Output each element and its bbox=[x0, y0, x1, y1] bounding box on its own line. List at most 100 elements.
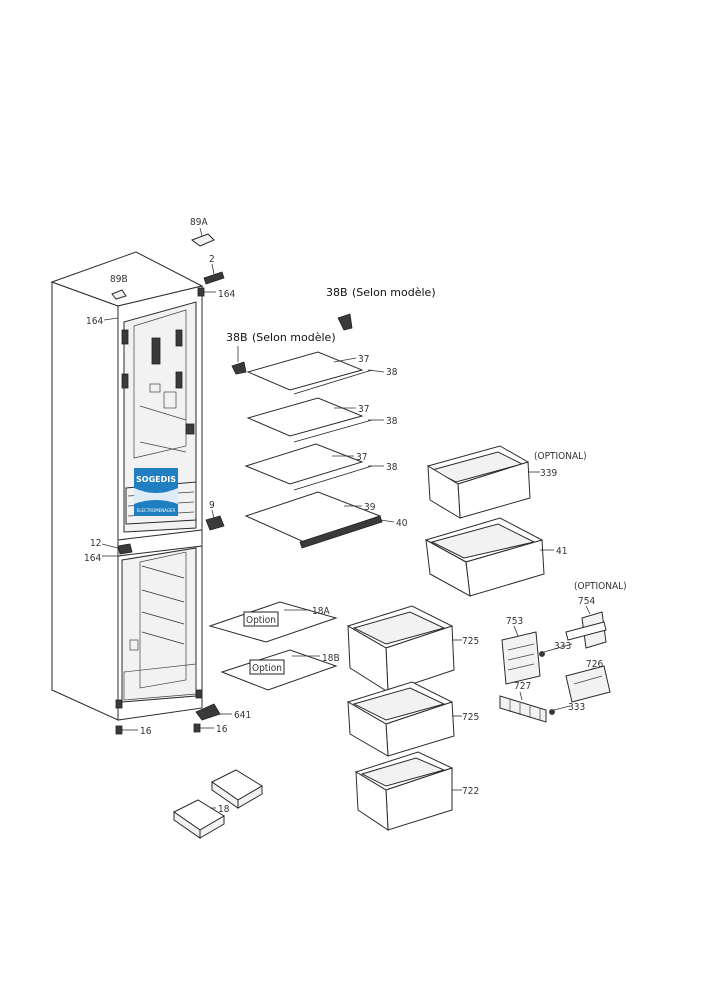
leader-37a bbox=[333, 357, 357, 363]
drawer-722-inner bbox=[360, 757, 446, 787]
freezer-drawer-725-mid bbox=[346, 681, 462, 757]
ice-trays-18 bbox=[173, 769, 263, 839]
label-641: 641 bbox=[234, 710, 251, 721]
side-rail bbox=[175, 329, 183, 347]
label-18B: 18B bbox=[322, 653, 340, 664]
label-18: 18 bbox=[218, 804, 230, 815]
shelf-trim-38-middle bbox=[293, 419, 373, 443]
freezer-back-wall bbox=[139, 551, 187, 689]
back-wall-vent bbox=[151, 337, 161, 365]
part-753-slat bbox=[507, 653, 535, 661]
option-box-18A bbox=[243, 611, 279, 627]
leader-89A bbox=[199, 227, 203, 237]
label-333a: 333 bbox=[554, 641, 571, 652]
bottom-corner bbox=[195, 689, 203, 699]
part-333a-screw bbox=[539, 651, 545, 657]
option-label-18A: Option bbox=[246, 615, 276, 626]
shelf-trim-38-lower bbox=[293, 465, 373, 491]
compartment-divider bbox=[117, 529, 203, 557]
label-89A: 89A bbox=[190, 217, 208, 228]
cabinet-side-panel bbox=[51, 281, 119, 721]
side-rail bbox=[121, 373, 129, 389]
freezer-drawer-722 bbox=[354, 751, 462, 831]
crisper-drawer-41 bbox=[424, 517, 554, 597]
label-164-left: 164 bbox=[86, 316, 103, 327]
drawer-339-side bbox=[427, 465, 461, 519]
label-37a: 37 bbox=[358, 354, 369, 365]
part-89A bbox=[190, 233, 215, 247]
drawer-722-side bbox=[355, 771, 389, 831]
leader-333b bbox=[553, 705, 571, 711]
option-box-18B bbox=[249, 659, 285, 675]
label-164-top: 164 bbox=[218, 289, 235, 300]
logo-wave bbox=[134, 488, 178, 504]
shelf-39-crisper-cover bbox=[244, 491, 382, 543]
part-727 bbox=[499, 695, 547, 723]
part-38B-top bbox=[337, 313, 353, 331]
freezer-rail bbox=[141, 631, 185, 645]
label-38B-left-note: (Selon modèle) bbox=[252, 331, 336, 344]
freezer-rail bbox=[141, 565, 185, 579]
label-333b: 333 bbox=[568, 702, 585, 713]
label-725b: 725 bbox=[462, 712, 479, 723]
part-754-bar bbox=[565, 621, 607, 641]
option-label-18B: Option bbox=[252, 663, 282, 674]
part-753-slat bbox=[507, 663, 535, 671]
part-2-hinge bbox=[203, 271, 225, 285]
shelf-rail bbox=[139, 405, 187, 421]
label-722: 722 bbox=[462, 786, 479, 797]
ice-tray-lower-side bbox=[173, 811, 201, 839]
drawer-725b-side bbox=[347, 701, 389, 757]
label-12: 12 bbox=[90, 538, 101, 549]
back-wall-control bbox=[149, 383, 161, 393]
fridge-cabinet bbox=[50, 251, 205, 721]
label-2: 2 bbox=[209, 254, 215, 265]
drawer-41-side bbox=[425, 539, 471, 597]
drawer-725b-inner bbox=[352, 687, 446, 721]
label-40: 40 bbox=[396, 518, 408, 529]
label-726: 726 bbox=[586, 659, 603, 670]
top-small-parts bbox=[103, 227, 225, 321]
part-753-slat bbox=[507, 643, 535, 651]
part-9 bbox=[205, 515, 225, 531]
label-16b: 16 bbox=[216, 724, 228, 735]
shelf-rail bbox=[139, 441, 187, 453]
leader-164-left bbox=[103, 317, 119, 321]
shelf-trim-38-top bbox=[293, 369, 373, 395]
part-89B bbox=[111, 289, 127, 300]
label-753: 753 bbox=[506, 616, 523, 627]
drawer-725a-inner bbox=[352, 611, 446, 645]
label-37c: 37 bbox=[356, 452, 367, 463]
shelf-37-middle bbox=[246, 397, 364, 437]
label-37b: 37 bbox=[358, 404, 369, 415]
leader-9 bbox=[211, 509, 215, 519]
leader-40 bbox=[379, 519, 395, 523]
leader-38a bbox=[367, 369, 385, 373]
frame-clip bbox=[185, 423, 195, 435]
bottom-corner bbox=[115, 699, 123, 709]
part-726-slot bbox=[573, 675, 603, 685]
label-38B-left: 38B bbox=[226, 331, 248, 344]
shelf-37-lower bbox=[244, 443, 364, 485]
glass-shelves bbox=[244, 351, 395, 549]
optional-door-parts bbox=[499, 605, 611, 723]
part-38B-left bbox=[231, 361, 247, 375]
part-333b-screw bbox=[549, 709, 555, 715]
label-339: 339 bbox=[540, 468, 557, 479]
part-16-foot-left bbox=[115, 725, 123, 735]
label-38c: 38 bbox=[386, 462, 398, 473]
label-727: 727 bbox=[514, 681, 531, 692]
label-38B-top-note: (Selon modèle) bbox=[352, 286, 436, 299]
label-89B: 89B bbox=[110, 274, 128, 285]
freezer-drain bbox=[129, 639, 139, 651]
label-optional-2: (OPTIONAL) bbox=[574, 581, 627, 592]
fridge-back-wall bbox=[133, 309, 187, 459]
label-725a: 725 bbox=[462, 636, 479, 647]
freezer-drawer-725-top bbox=[346, 605, 462, 693]
ice-tray-upper-side bbox=[211, 781, 239, 809]
leader-754 bbox=[585, 605, 591, 615]
label-754: 754 bbox=[578, 596, 595, 607]
logo-subtitle: ELECTROMENAGER bbox=[137, 508, 176, 513]
leader-727 bbox=[519, 691, 523, 701]
